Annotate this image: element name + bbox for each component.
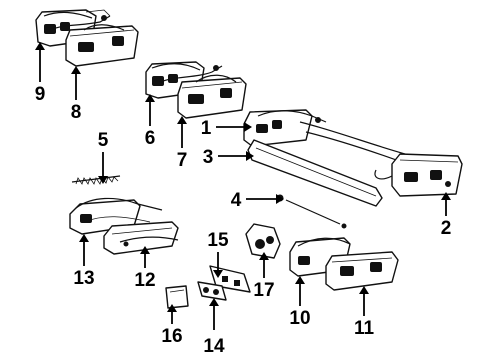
- part-7-seat-track-frame: [177, 74, 247, 119]
- leader-lines: [39, 48, 447, 330]
- part-16-switch-cover: [165, 285, 189, 309]
- callout-labels: 9 8 6 7 1 3 2 4 5 13 12 15 14 16 17 10 1…: [35, 84, 452, 357]
- part-8-seat-track-frame: [65, 24, 139, 67]
- part-5-spring: [71, 175, 121, 185]
- part-2-seat-track-end-frame: [374, 153, 463, 197]
- callout-11: 11: [354, 318, 375, 339]
- callout-8: 8: [71, 102, 82, 123]
- callout-7: 7: [177, 150, 188, 171]
- leader-arrowheads: [35, 42, 451, 312]
- part-1-seat-track-rail: [243, 109, 327, 147]
- callout-13: 13: [73, 268, 94, 289]
- part-14-switch-knob: [197, 281, 227, 301]
- part-4-cable: [276, 194, 347, 229]
- callout-5: 5: [98, 130, 109, 151]
- callout-6: 6: [145, 128, 156, 149]
- part-12-seat-track-assembly: [103, 221, 179, 255]
- callout-14: 14: [203, 336, 225, 357]
- callout-2: 2: [441, 218, 452, 239]
- part-17-switch-housing: [245, 223, 281, 259]
- part-11-seat-track-frame: [325, 251, 399, 291]
- callout-12: 12: [134, 270, 155, 291]
- callout-16: 16: [161, 326, 182, 347]
- callout-10: 10: [289, 308, 310, 329]
- callout-15: 15: [207, 230, 229, 251]
- callout-4: 4: [231, 190, 242, 211]
- callout-17: 17: [253, 280, 274, 301]
- callout-9: 9: [35, 84, 46, 105]
- callout-3: 3: [203, 147, 214, 168]
- callout-1: 1: [201, 118, 212, 139]
